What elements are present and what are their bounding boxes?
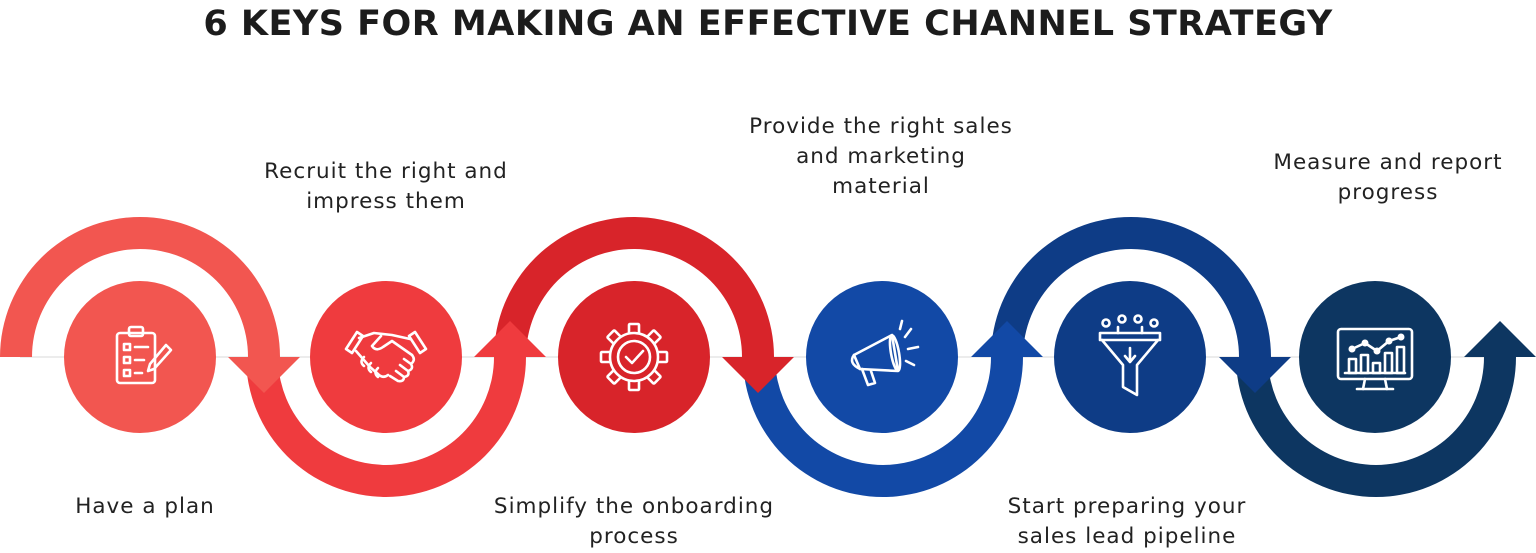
step-3-line-1: Simplify the onboarding (493, 494, 775, 519)
arc-2 (246, 357, 526, 497)
funnel-icon (1098, 314, 1162, 397)
arrowhead-1 (228, 357, 300, 393)
step-6-label: Measure and report progress (1238, 148, 1536, 208)
page-title: 6 KEYS FOR MAKING AN EFFECTIVE CHANNEL S… (203, 4, 1333, 44)
step-5-label: Start preparing your sales lead pipeline (972, 492, 1282, 552)
arc-3 (494, 217, 774, 357)
handshake-icon (344, 330, 428, 383)
step-circle-4 (806, 281, 958, 433)
step-4-line-3: material (832, 174, 930, 199)
step-4-line-1: Provide the right sales (749, 114, 1013, 139)
gear-check-icon (599, 322, 669, 392)
arrowhead-2 (474, 321, 546, 357)
step-3-label: Simplify the onboarding process (464, 492, 804, 552)
step-1-line-1: Have a plan (75, 494, 215, 519)
arc-5 (991, 217, 1271, 357)
arc-4 (743, 357, 1023, 497)
step-1-label: Have a plan (40, 492, 250, 522)
analytics-monitor-icon (1336, 327, 1414, 391)
step-2-line-2: impress them (306, 189, 466, 214)
megaphone-icon (850, 319, 920, 387)
step-5-line-1: Start preparing your (1007, 494, 1247, 519)
step-6-line-1: Measure and report (1273, 150, 1503, 175)
arc-1 (0, 217, 280, 357)
step-4-line-2: and marketing (796, 144, 966, 169)
step-2-line-1: Recruit the right and (264, 159, 508, 184)
step-3-line-2: process (589, 524, 679, 549)
step-4-label: Provide the right sales and marketing ma… (716, 112, 1046, 202)
arrowhead-5 (1219, 357, 1291, 393)
arrowhead-6 (1464, 321, 1536, 357)
step-5-line-2: sales lead pipeline (1017, 524, 1237, 549)
arrowhead-4 (971, 321, 1043, 357)
step-circle-1 (64, 281, 216, 433)
step-2-label: Recruit the right and impress them (226, 157, 546, 217)
arc-6 (1236, 357, 1516, 497)
step-circle-2 (310, 281, 462, 433)
step-6-line-2: progress (1337, 180, 1439, 205)
checklist-icon (115, 325, 173, 385)
step-circle-6 (1299, 281, 1451, 433)
arrowhead-3 (722, 357, 794, 393)
